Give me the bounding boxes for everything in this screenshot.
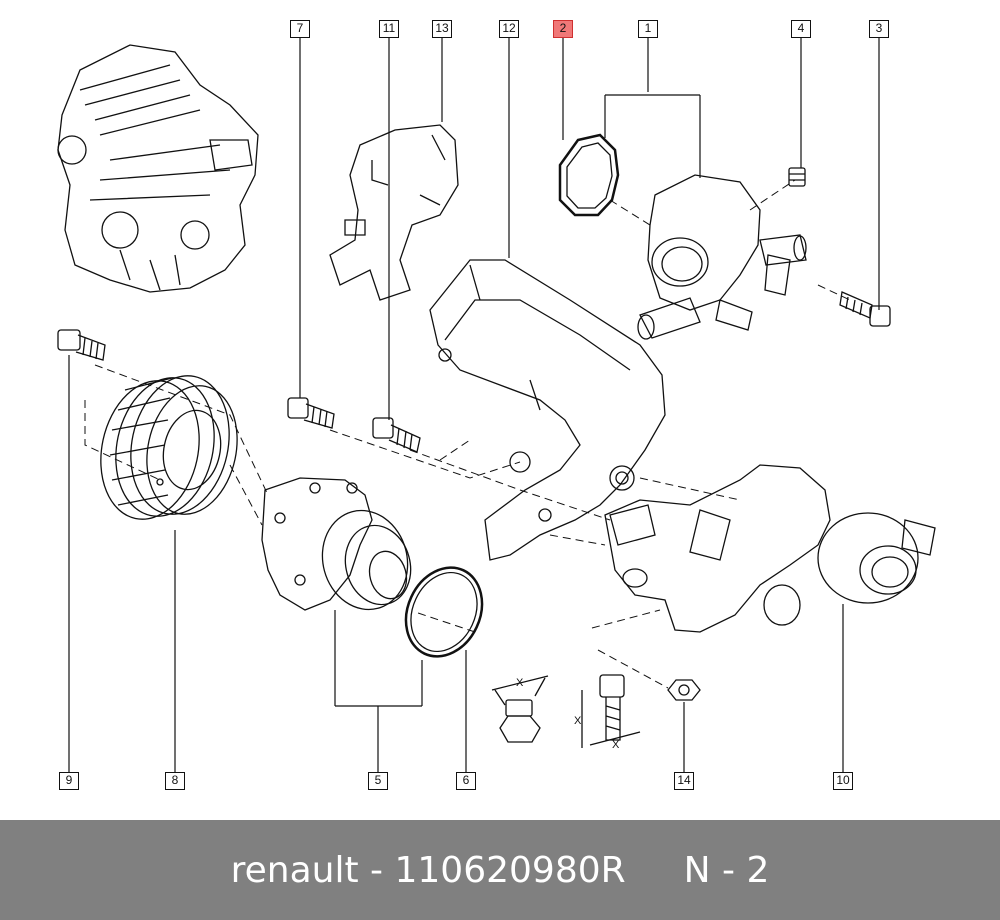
callout-13[interactable]: 13 — [432, 20, 452, 38]
callout-12[interactable]: 12 — [499, 20, 519, 38]
exploded-parts-diagram: X X X — [57, 38, 936, 772]
bracket-12-illustration — [429, 259, 666, 561]
bolt-9-illustration — [57, 329, 106, 361]
dimension-x-mark: X — [574, 715, 582, 727]
callout-7[interactable]: 7 — [290, 20, 310, 38]
dimension-x-mark: X — [612, 739, 620, 751]
callout-8[interactable]: 8 — [165, 772, 185, 790]
diagram-position-label: N - 2 — [683, 849, 770, 891]
callout-9[interactable]: 9 — [59, 772, 79, 790]
pulley-8-illustration — [100, 375, 238, 520]
thermostat-housing-1-illustration — [637, 174, 807, 340]
callout-14[interactable]: 14 — [674, 772, 694, 790]
callout-10[interactable]: 10 — [833, 772, 853, 790]
callout-3[interactable]: 3 — [869, 20, 889, 38]
callout-2-highlighted[interactable]: 2 — [553, 20, 573, 38]
nut-4-illustration — [788, 167, 806, 187]
callout-1[interactable]: 1 — [638, 20, 658, 38]
thermostat-housing-10-illustration — [604, 464, 936, 633]
water-pump-5-illustration — [261, 477, 412, 611]
dimension-x-mark: X — [516, 677, 524, 689]
part-number-label: renault - 110620980R — [230, 849, 626, 891]
bolt-3-illustration — [839, 291, 891, 327]
bracket-13-illustration — [329, 124, 459, 301]
callout-4[interactable]: 4 — [791, 20, 811, 38]
footer-bar: renault - 110620980R N - 2 — [0, 820, 1000, 920]
callout-6[interactable]: 6 — [456, 772, 476, 790]
gasket-2-illustration — [558, 133, 620, 217]
bolt-11-illustration — [372, 417, 421, 453]
nut-14-illustration — [667, 679, 701, 701]
engine-illustration — [57, 44, 259, 293]
dimension-sketch — [491, 674, 641, 748]
callout-5[interactable]: 5 — [368, 772, 388, 790]
o-ring-6-illustration — [404, 566, 484, 658]
callout-11[interactable]: 11 — [379, 20, 399, 38]
bolt-7-illustration — [287, 397, 335, 429]
